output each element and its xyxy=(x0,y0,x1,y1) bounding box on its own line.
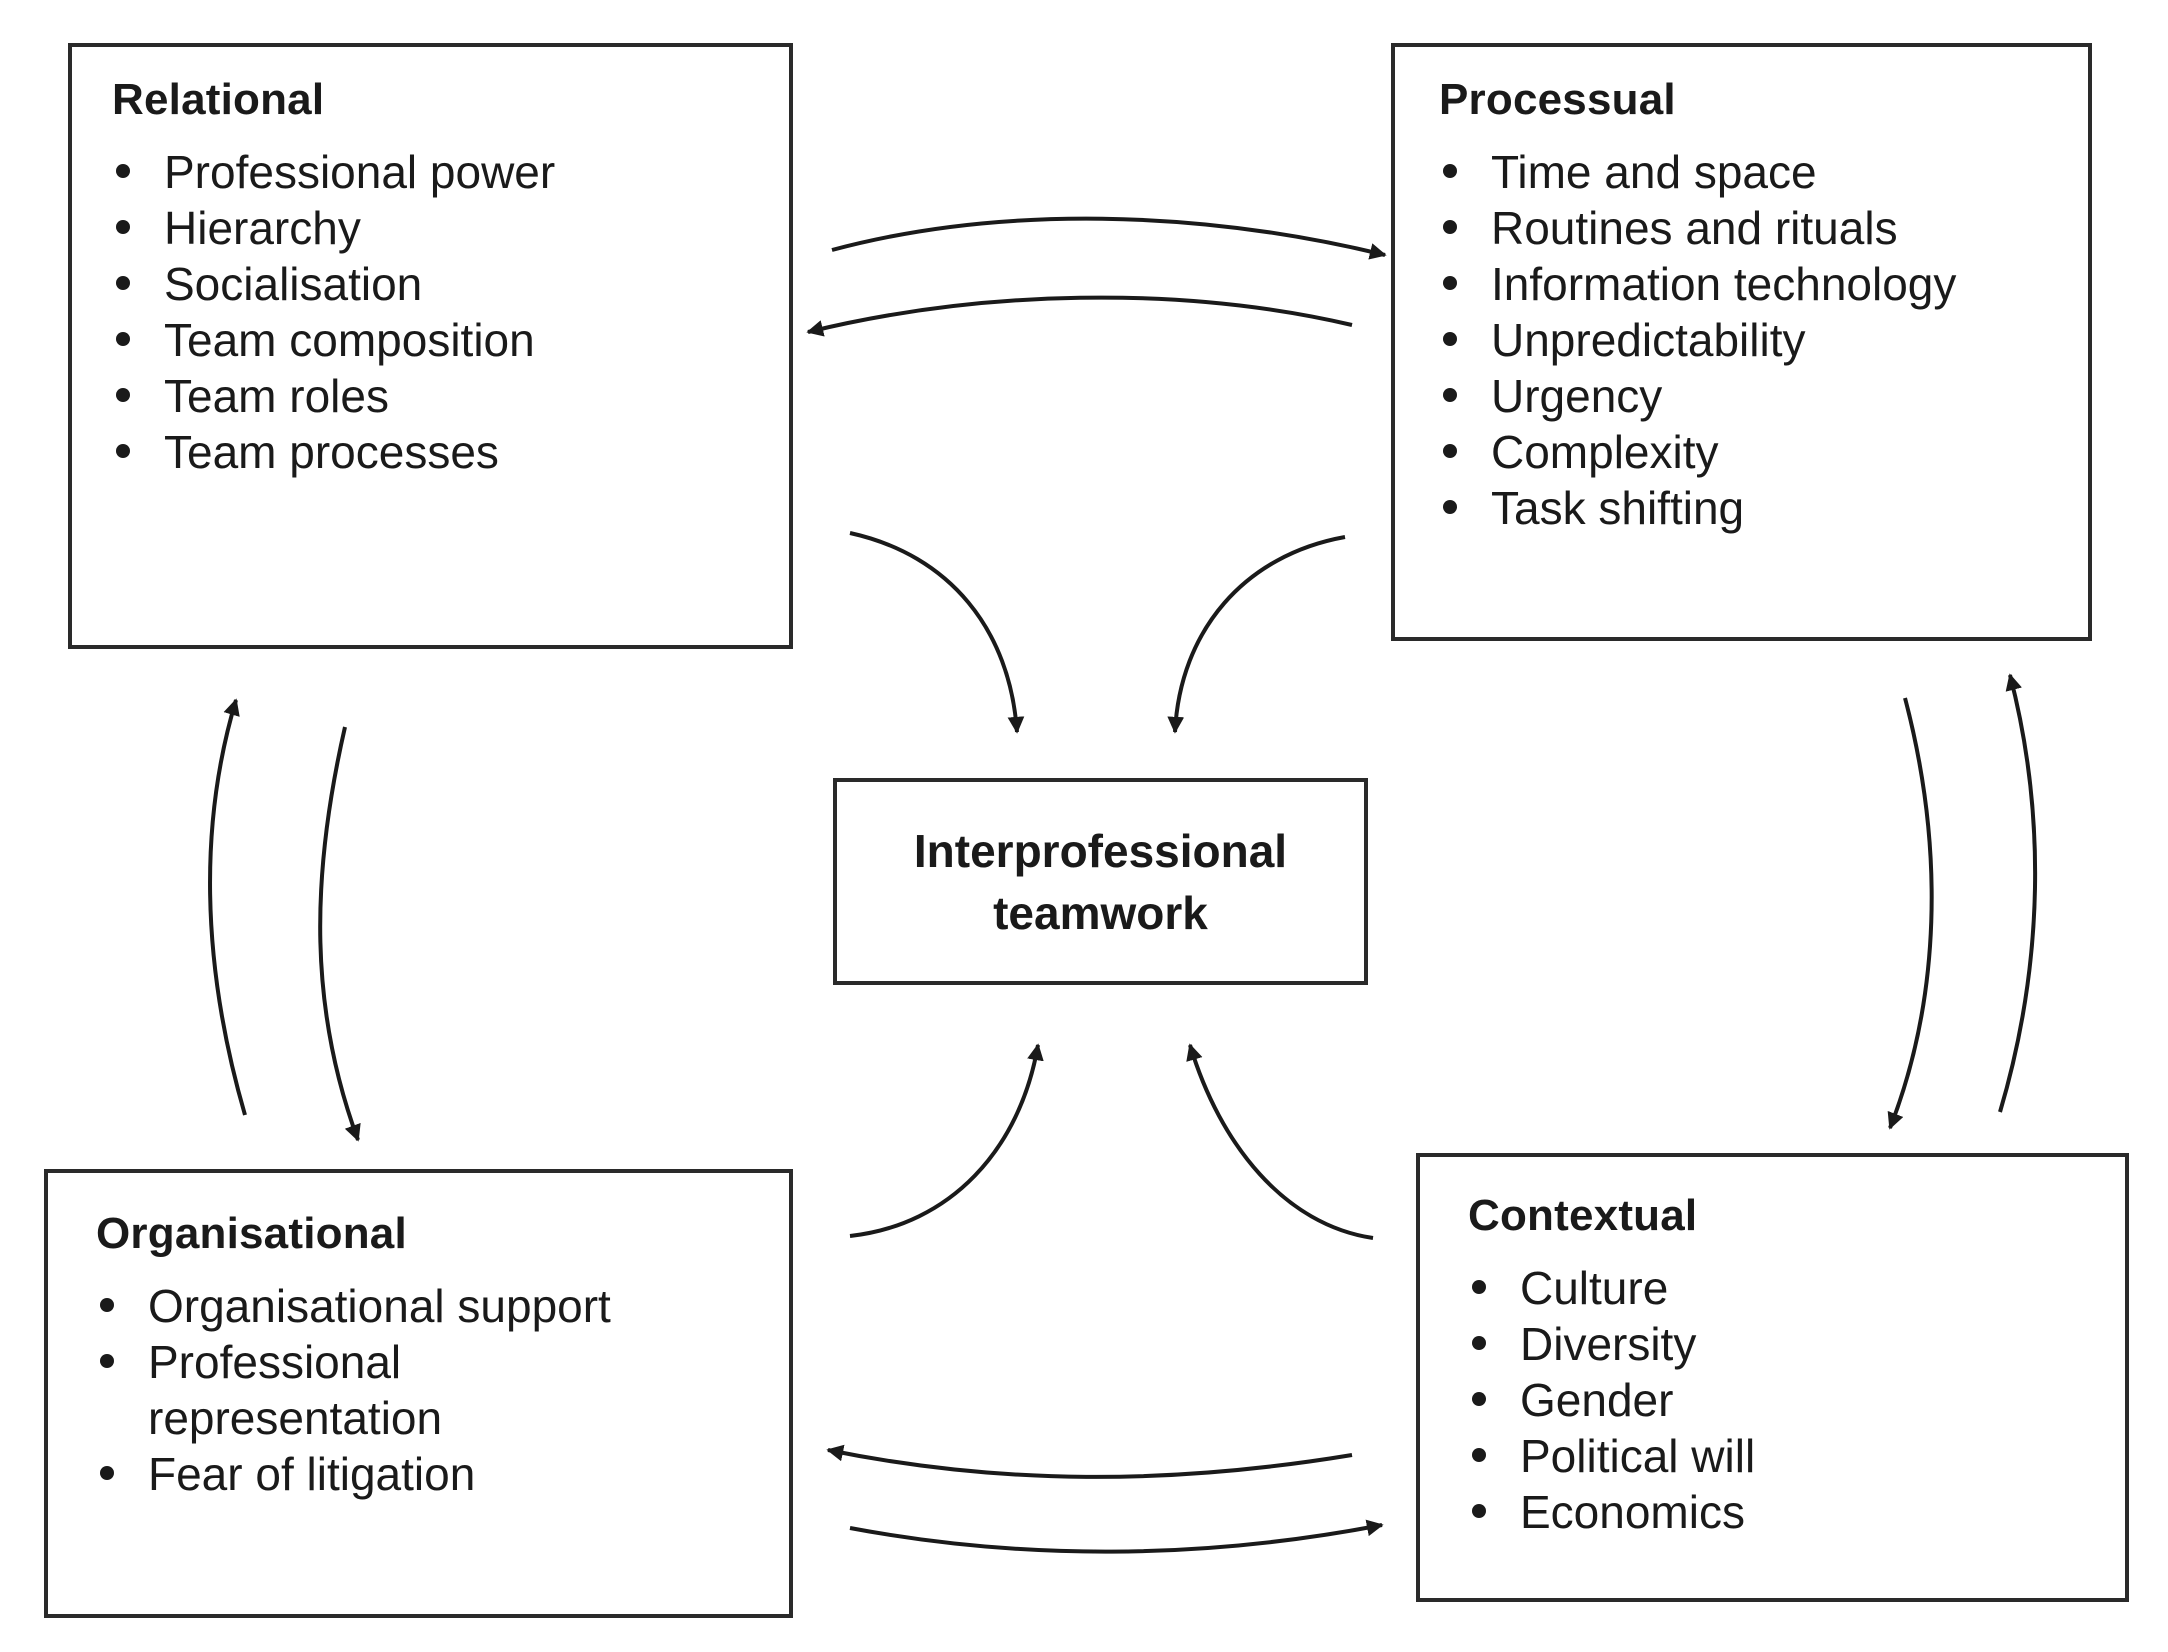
list-item: Socialisation xyxy=(112,256,749,312)
contextual-title: Contextual xyxy=(1468,1191,1698,1240)
arrow-relational-to-organisational xyxy=(318,726,361,1142)
list-item: Task shifting xyxy=(1439,480,2044,536)
relational-title: Relational xyxy=(112,75,325,124)
list-item: Complexity xyxy=(1439,424,2044,480)
list-item: Routines and rituals xyxy=(1439,200,2044,256)
arrow-relational-to-center xyxy=(849,531,1025,734)
arrow-contextual-to-center xyxy=(1186,1043,1374,1240)
list-item: Unpredictability xyxy=(1439,312,2044,368)
list-item: Gender xyxy=(1468,1372,2077,1428)
list-item: Urgency xyxy=(1439,368,2044,424)
list-item: Culture xyxy=(1468,1260,2077,1316)
list-item: Professional representation xyxy=(96,1334,508,1446)
relational-box: Relational Professional power Hierarchy … xyxy=(68,43,793,649)
arrow-relational-to-processual xyxy=(831,216,1387,260)
relational-list: Professional power Hierarchy Socialisati… xyxy=(112,144,749,480)
processual-box: Processual Time and space Routines and r… xyxy=(1391,43,2092,641)
organisational-title: Organisational xyxy=(96,1209,407,1258)
processual-list: Time and space Routines and rituals Info… xyxy=(1439,144,2044,536)
list-item: Team roles xyxy=(112,368,749,424)
center-label-line-1: Interprofessional xyxy=(913,824,1288,877)
list-item: Information technology xyxy=(1439,256,2044,312)
list-item: Hierarchy xyxy=(112,200,749,256)
arrow-organisational-to-center xyxy=(849,1043,1044,1238)
list-item: Political will xyxy=(1468,1428,2077,1484)
list-item: Team processes xyxy=(112,424,749,480)
list-item: Team composition xyxy=(112,312,749,368)
list-item: Economics xyxy=(1468,1484,2077,1540)
list-item: Organisational support xyxy=(96,1278,741,1334)
list-item: Fear of litigation xyxy=(96,1446,741,1502)
arrow-processual-to-center xyxy=(1167,535,1346,734)
organisational-box: Organisational Organisational support Pr… xyxy=(44,1169,793,1618)
arrow-organisational-to-contextual xyxy=(849,1519,1384,1554)
organisational-list: Organisational support Professional repr… xyxy=(96,1278,741,1502)
arrow-contextual-to-processual xyxy=(1998,673,2038,1113)
center-label-line-2: teamwork xyxy=(993,886,1208,939)
list-item: Professional power xyxy=(112,144,749,200)
arrow-contextual-to-organisational xyxy=(826,1444,1353,1479)
contextual-list: Culture Diversity Gender Political will … xyxy=(1468,1260,2077,1540)
center-label: Interprofessional teamwork xyxy=(914,820,1287,944)
processual-title: Processual xyxy=(1439,75,1676,124)
interprofessional-teamwork-box: Interprofessional teamwork xyxy=(833,778,1368,985)
list-item: Diversity xyxy=(1468,1316,2077,1372)
list-item: Time and space xyxy=(1439,144,2044,200)
arrow-organisational-to-relational xyxy=(208,698,247,1116)
arrow-processual-to-contextual xyxy=(1887,697,1934,1130)
arrow-processual-to-relational xyxy=(806,295,1353,337)
contextual-box: Contextual Culture Diversity Gender Poli… xyxy=(1416,1153,2129,1602)
